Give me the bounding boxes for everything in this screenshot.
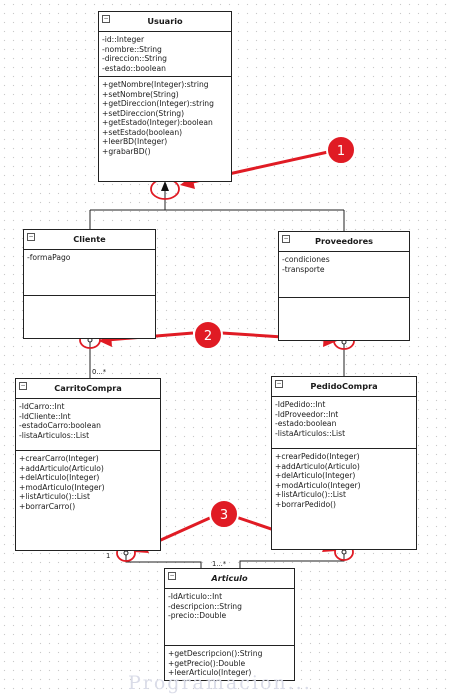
attribute: -estado:boolean	[275, 419, 337, 428]
aggregation-end-pedido	[341, 549, 347, 555]
attribute: -estado::boolean	[102, 63, 166, 73]
operations-section: +crearPedido(Integer) +addArticulo(Artic…	[272, 449, 416, 512]
attribute: -direccion::String	[102, 54, 167, 63]
operation: +crearPedido(Integer)	[275, 452, 360, 461]
operation: +getDireccion(Integer):string	[102, 99, 214, 108]
attributes-section: -IdCarro::Int -IdCliente::Int -estadoCar…	[16, 399, 160, 451]
callout-number-3: 3	[220, 508, 228, 523]
attribute: -IdCarro::Int	[19, 402, 65, 411]
class-header: − Usuario	[99, 12, 231, 32]
attribute: -IdArticulo::Int	[168, 592, 223, 601]
operations-section: +getDescripcion():String +getPrecio():Do…	[165, 646, 294, 681]
operation: +delArticulo(Integer)	[275, 471, 356, 480]
class-cliente[interactable]: − Cliente -formaPago	[23, 229, 156, 339]
operation: +borrarPedido()	[275, 499, 337, 509]
operation: +crearCarro(Integer)	[19, 454, 99, 463]
callout-number-1: 1	[337, 144, 345, 159]
attribute: -IdCliente::Int	[19, 411, 71, 421]
collapse-icon[interactable]: −	[27, 233, 35, 241]
attribute: -precio::Double	[168, 611, 227, 620]
attribute: -transporte	[282, 264, 325, 274]
operations-section: +crearCarro(Integer) +addArticulo(Articu…	[16, 451, 160, 514]
attribute: -nombre::String	[102, 44, 162, 54]
class-header: − Proveedores	[279, 232, 409, 252]
operation: +getPrecio():Double	[168, 658, 246, 668]
attribute: -id::Integer	[102, 35, 145, 44]
operation: +modArticulo(Integer)	[19, 482, 105, 492]
collapse-icon[interactable]: −	[19, 382, 27, 390]
class-name: Usuario	[147, 16, 183, 26]
class-name: Proveedores	[314, 236, 374, 246]
attributes-section: -condiciones -transporte	[279, 252, 409, 298]
attributes-section: -formaPago	[24, 250, 155, 296]
operation: +setNombre(String)	[102, 89, 179, 99]
multiplicity-carrito-articulo: 1	[106, 552, 111, 560]
class-usuario[interactable]: − Usuario -id::Integer -nombre::String -…	[98, 11, 232, 182]
attribute: -estadoCarro:boolean	[19, 421, 101, 430]
class-header: − Cliente	[24, 230, 155, 250]
operation: +setEstado(boolean)	[102, 127, 183, 137]
operation: +leerBD(Integer)	[102, 137, 168, 146]
operations-section: +getNombre(Integer):string +setNombre(St…	[99, 77, 231, 159]
class-name: CarritoCompra	[54, 383, 122, 393]
attribute: -descripcion::String	[168, 601, 242, 611]
attributes-section: -IdPedido::Int -IdProveedor::Int -estado…	[272, 397, 416, 449]
association-carrito-articulo	[125, 551, 202, 568]
operation: +setDireccion(String)	[102, 108, 185, 118]
operation: +listArticulo()::List	[19, 492, 90, 501]
watermark: Programacion...	[128, 672, 312, 694]
callout-badge-1: 1	[326, 135, 356, 165]
operation: +getDescripcion():String	[168, 649, 263, 658]
attribute: -listaArticulos::List	[19, 430, 90, 440]
attributes-section: -IdArticulo::Int -descripcion::String -p…	[165, 589, 294, 646]
class-header: − PedidoCompra	[272, 377, 416, 397]
class-proveedores[interactable]: − Proveedores -condiciones -transporte	[278, 231, 410, 341]
collapse-icon[interactable]: −	[102, 15, 110, 23]
attribute: -IdPedido::Int	[275, 400, 326, 409]
class-name: PedidoCompra	[310, 381, 378, 391]
operation: +addArticulo(Articulo)	[19, 463, 104, 473]
operation: +delArticulo(Integer)	[19, 473, 100, 482]
attribute: -condiciones	[282, 255, 330, 264]
inheritance-arrowhead	[161, 181, 169, 191]
callout-number-2: 2	[204, 329, 212, 344]
attribute: -IdProveedor::Int	[275, 409, 339, 419]
operation: +modArticulo(Integer)	[275, 480, 361, 490]
operation: +listArticulo()::List	[275, 490, 346, 499]
attribute: -listaArticulos::List	[275, 428, 346, 438]
class-pedido-compra[interactable]: − PedidoCompra -IdPedido::Int -IdProveed…	[271, 376, 417, 550]
multiplicity-cliente-carrito: 0...*	[92, 368, 107, 376]
class-articulo[interactable]: − Articulo -IdArticulo::Int -descripcion…	[164, 568, 295, 681]
callout-badge-2: 2	[193, 320, 223, 350]
callout-badge-3: 3	[209, 499, 239, 529]
collapse-icon[interactable]: −	[282, 235, 290, 243]
class-carrito-compra[interactable]: − CarritoCompra -IdCarro::Int -IdCliente…	[15, 378, 161, 551]
operation: +getEstado(Integer):boolean	[102, 118, 213, 127]
attribute: -formaPago	[27, 253, 71, 262]
operation: +borrarCarro()	[19, 501, 76, 511]
class-name: Cliente	[73, 234, 106, 244]
multiplicity-articulo-pedido: 1...*	[212, 560, 227, 568]
class-name: Articulo	[211, 573, 248, 583]
aggregation-end-carrito	[123, 550, 129, 556]
association-pedido-articulo	[239, 550, 345, 568]
attributes-section: -id::Integer -nombre::String -direccion:…	[99, 32, 231, 77]
collapse-icon[interactable]: −	[275, 380, 283, 388]
operation: +grabarBD()	[102, 146, 151, 156]
operation: +leerArticulo(Integer)	[168, 668, 252, 677]
operations-section	[24, 296, 155, 302]
class-header: − CarritoCompra	[16, 379, 160, 399]
collapse-icon[interactable]: −	[168, 572, 176, 580]
operation: +getNombre(Integer):string	[102, 80, 209, 89]
class-header: − Articulo	[165, 569, 294, 589]
operations-section	[279, 298, 409, 304]
operation: +addArticulo(Articulo)	[275, 461, 360, 471]
